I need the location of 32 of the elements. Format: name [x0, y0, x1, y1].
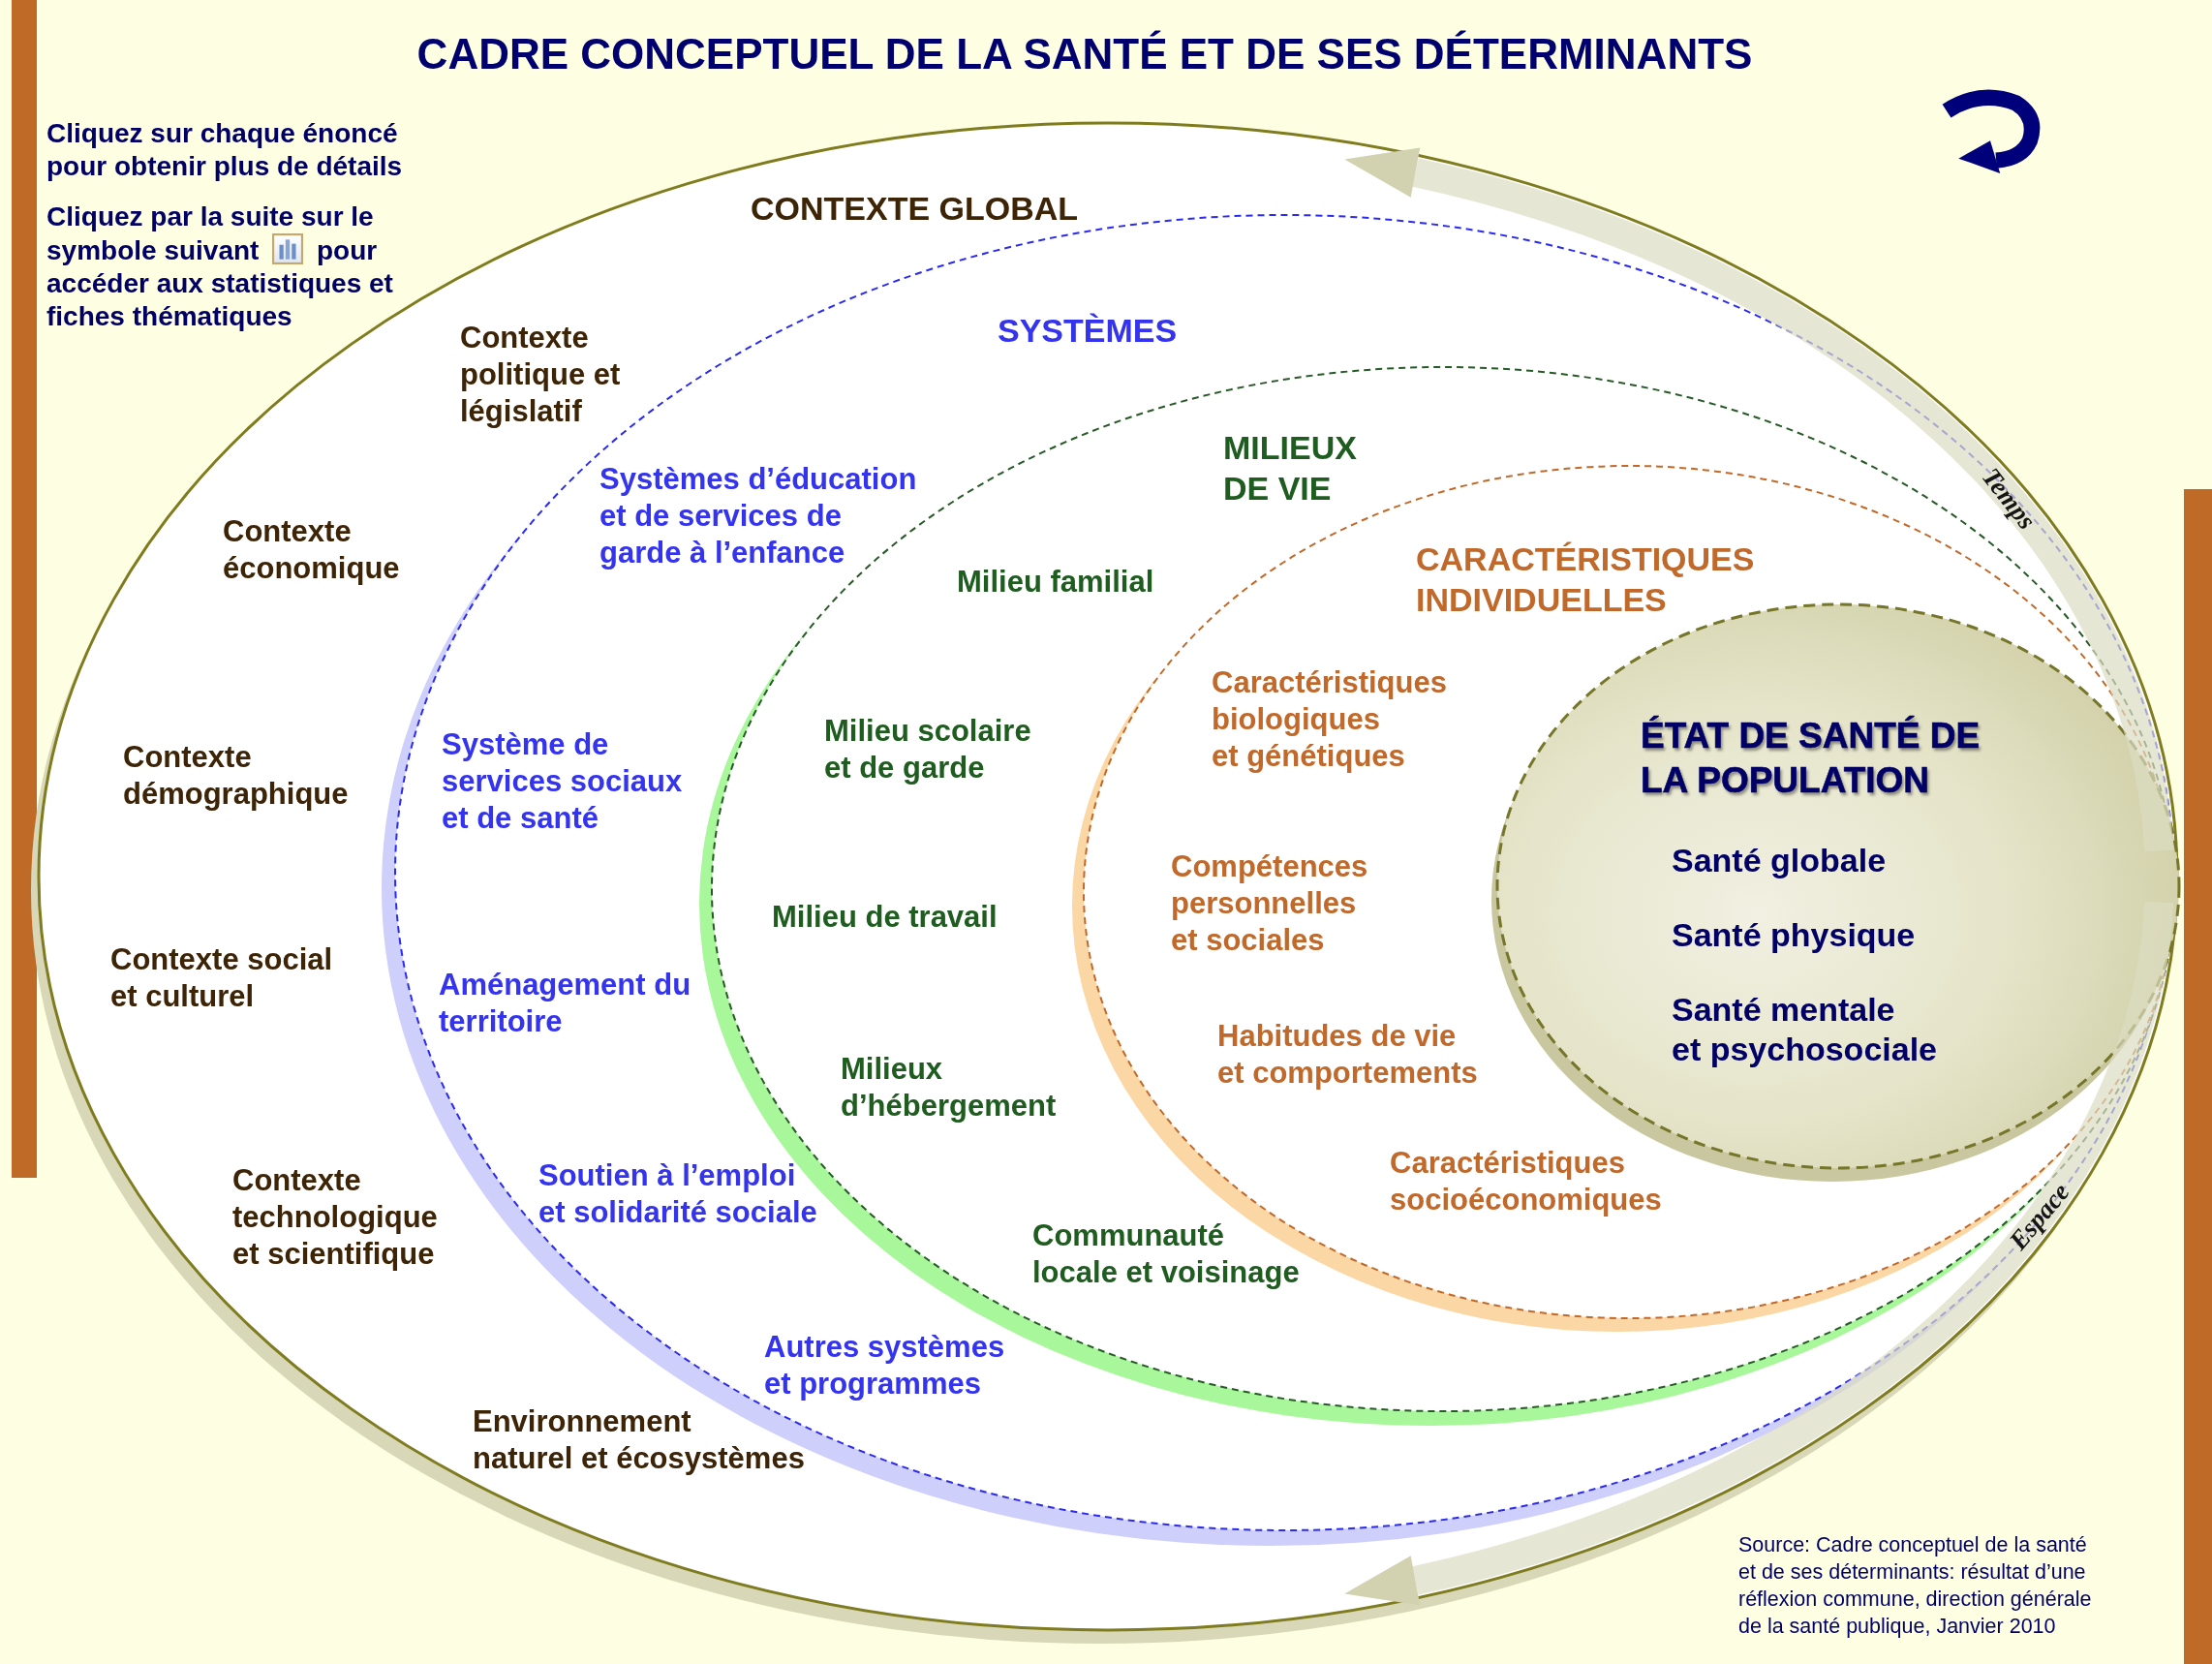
instruction-text: Cliquez par la suite sur le symbole suivant pour accéder aux statistiques et fiches thématiques: [46, 200, 393, 334]
item-label: Santé globale: [1672, 841, 1887, 880]
item-label: Habitudes de vie et comportements: [1217, 1018, 1478, 1092]
item-label: Compétences personnelles et sociales: [1171, 848, 1368, 959]
section-heading: ÉTAT DE SANTÉ DE LA POPULATION: [1641, 715, 1981, 802]
item-label: Caractéristiques biologiques et génétiques: [1212, 664, 1447, 775]
item-label: Contexte social et culturel: [110, 941, 333, 1015]
section-heading: CONTEXTE GLOBAL: [751, 189, 1079, 229]
item-label: Caractéristiques socioéconomiques: [1390, 1145, 1662, 1218]
item-label: Communauté locale et voisinage: [1032, 1217, 1300, 1291]
item-label: Environnement naturel et écosystèmes: [473, 1403, 805, 1477]
item-label: Aménagement du territoire: [439, 967, 691, 1040]
item-label: Contexte politique et législatif: [460, 320, 621, 430]
section-heading: MILIEUX DE VIE: [1223, 428, 1357, 509]
item-label: Contexte démographique: [123, 739, 349, 813]
section-heading: SYSTÈMES: [998, 311, 1178, 351]
item-label: Santé physique: [1672, 915, 1916, 955]
item-label: Milieux d’hébergement: [841, 1051, 1057, 1125]
item-label: Milieu de travail: [772, 899, 998, 936]
source-note: Source: Cadre conceptuel de la santé et de ses déterminants: résultat d’une réflexion commune, direction générale de la santé publique, Janvier 2010: [1738, 1532, 2092, 1640]
item-label: Milieu familial: [957, 564, 1154, 601]
diagram-title: CADRE CONCEPTUEL DE LA SANTÉ ET DE SES DÉTERMINANTS: [416, 29, 1753, 79]
item-label: Milieu scolaire et de garde: [824, 713, 1031, 786]
item-label: Autres systèmes et programmes: [764, 1329, 1005, 1402]
item-label: Contexte économique: [223, 513, 400, 587]
item-label: Contexte technologique et scientifique: [232, 1162, 438, 1273]
item-label: Systèmes d’éducation et de services de garde à l’enfance: [599, 461, 917, 571]
item-label: Santé mentale et psychosociale: [1672, 990, 1937, 1070]
instruction-text: Cliquez sur chaque énoncé pour obtenir plus de détails: [46, 117, 403, 184]
section-heading: CARACTÉRISTIQUES INDIVIDUELLES: [1416, 539, 1755, 621]
item-label: Soutien à l’emploi et solidarité sociale: [538, 1157, 817, 1231]
item-label: Système de services sociaux et de santé: [442, 726, 683, 837]
